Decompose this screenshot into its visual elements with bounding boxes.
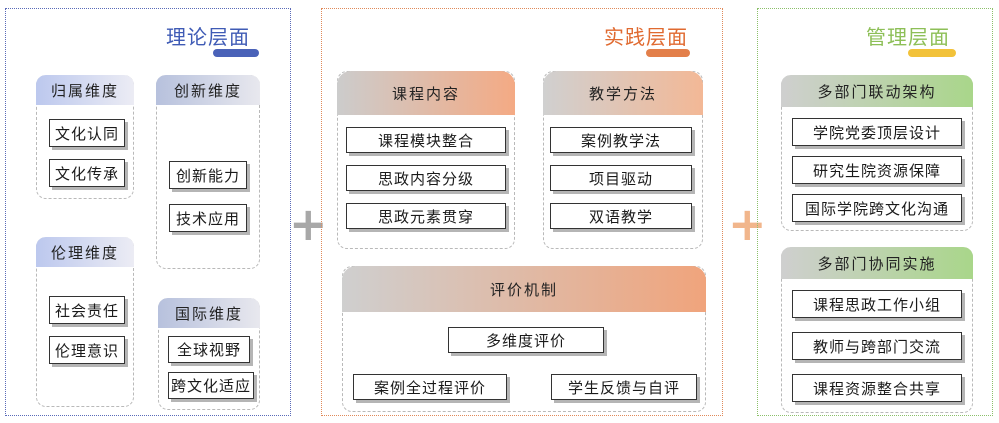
belonging-item-cultural-heritage: 文化传承	[49, 159, 125, 187]
evaluation-group: 评价机制 多维度评价 案例全过程评价 学生反馈与自评	[342, 266, 706, 412]
implementation-item-resource-sharing: 课程资源整合共享	[792, 374, 962, 402]
multi-department-implementation-header: 多部门协同实施	[781, 247, 973, 279]
method-item-project-driven: 项目驱动	[550, 165, 692, 191]
theory-panel-title: 理论层面	[166, 25, 250, 49]
theory-panel: 理论层面 归属维度 文化认同 文化传承 创新维度 创新能力 技术应用 伦理维度 …	[5, 8, 291, 416]
teaching-method-header: 教学方法	[543, 71, 703, 115]
course-content-header: 课程内容	[337, 71, 515, 115]
course-item-module-integration: 课程模块整合	[346, 127, 506, 153]
framework-item-international-college: 国际学院跨文化沟通	[792, 194, 962, 222]
belonging-dimension-header: 归属维度	[36, 75, 134, 105]
belonging-dimension-group: 归属维度 文化认同 文化传承	[36, 75, 134, 199]
course-item-element-throughout: 思政元素贯穿	[346, 203, 506, 229]
implementation-item-working-group: 课程思政工作小组	[792, 290, 962, 318]
international-dimension-header: 国际维度	[158, 298, 260, 328]
framework-item-party-committee: 学院党委顶层设计	[792, 118, 962, 146]
evaluation-item-whole-process: 案例全过程评价	[353, 374, 507, 400]
ethics-item-social-responsibility: 社会责任	[49, 296, 125, 324]
theory-title-underline	[213, 49, 259, 57]
multi-department-framework-group: 多部门联动架构 学院党委顶层设计 研究生院资源保障 国际学院跨文化沟通	[781, 75, 973, 231]
method-item-bilingual: 双语教学	[550, 203, 692, 229]
international-item-cross-cultural: 跨文化适应	[168, 372, 254, 399]
ethics-dimension-group: 伦理维度 社会责任 伦理意识	[36, 237, 134, 407]
international-dimension-group: 国际维度 全球视野 跨文化适应	[158, 298, 260, 410]
practice-panel-title: 实践层面	[604, 25, 688, 49]
implementation-item-teacher-exchange: 教师与跨部门交流	[792, 332, 962, 360]
plus-connector-2: +	[728, 197, 767, 251]
method-item-case-teaching: 案例教学法	[550, 127, 692, 153]
framework-item-graduate-school: 研究生院资源保障	[792, 156, 962, 184]
management-panel: 管理层面 多部门联动架构 学院党委顶层设计 研究生院资源保障 国际学院跨文化沟通…	[757, 8, 993, 416]
ethics-dimension-header: 伦理维度	[36, 237, 134, 267]
belonging-item-cultural-identity: 文化认同	[49, 119, 125, 147]
management-panel-title: 管理层面	[866, 25, 950, 49]
practice-title-underline	[646, 49, 690, 57]
course-item-content-grading: 思政内容分级	[346, 165, 506, 191]
course-content-group: 课程内容 课程模块整合 思政内容分级 思政元素贯穿	[337, 71, 515, 249]
international-item-global-vision: 全球视野	[168, 336, 250, 363]
multi-department-framework-header: 多部门联动架构	[781, 75, 973, 107]
innovation-item-ability: 创新能力	[169, 161, 247, 189]
management-title-underline	[908, 49, 956, 57]
ethics-item-ethical-awareness: 伦理意识	[49, 336, 125, 364]
innovation-dimension-group: 创新维度 创新能力 技术应用	[156, 75, 260, 269]
innovation-dimension-header: 创新维度	[156, 75, 260, 105]
evaluation-header: 评价机制	[342, 266, 706, 312]
evaluation-item-student-feedback: 学生反馈与自评	[551, 374, 697, 400]
teaching-method-group: 教学方法 案例教学法 项目驱动 双语教学	[543, 71, 703, 249]
practice-panel: 实践层面 课程内容 课程模块整合 思政内容分级 思政元素贯穿 教学方法 案例教学…	[321, 8, 723, 416]
multi-department-implementation-group: 多部门协同实施 课程思政工作小组 教师与跨部门交流 课程资源整合共享	[781, 247, 973, 413]
evaluation-item-multidimensional: 多维度评价	[448, 327, 604, 353]
innovation-item-application: 技术应用	[169, 204, 247, 232]
